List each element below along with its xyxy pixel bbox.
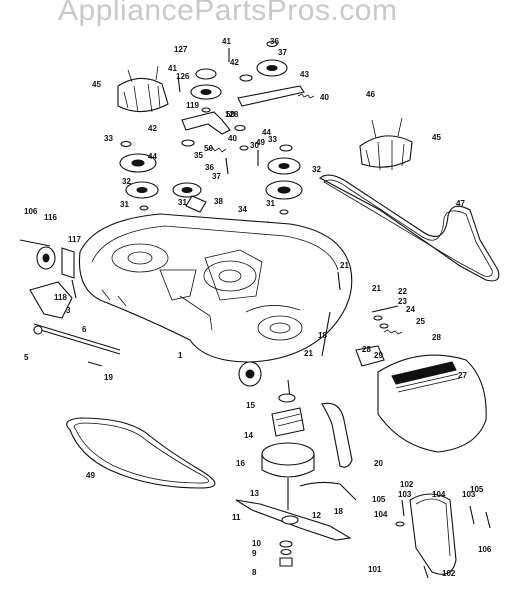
part-label: 119 xyxy=(186,101,199,110)
part-label: 44 xyxy=(262,128,271,137)
part-label: 31 xyxy=(266,199,275,208)
part-label: 35 xyxy=(194,151,203,160)
part-label: 106 xyxy=(478,545,492,554)
pulley-cover-left xyxy=(117,65,169,113)
part-label: 28 xyxy=(362,345,371,354)
part-label: 16 xyxy=(236,459,245,468)
pulley-cover-right xyxy=(359,117,413,171)
part-label: 40 xyxy=(228,134,237,143)
watermark-text: AppliancePartsPros.com xyxy=(58,0,398,27)
part-label: 32 xyxy=(312,165,321,174)
part-label: 27 xyxy=(458,371,467,380)
part-label: 21 xyxy=(304,349,313,358)
part-label: 29 xyxy=(374,351,383,360)
blade-drive-belt xyxy=(66,417,216,489)
spindle-pulley-center xyxy=(172,182,207,213)
discharge-shield-assembly xyxy=(395,493,491,579)
part-label: 23 xyxy=(398,297,407,306)
part-label: 126 xyxy=(176,72,190,81)
part-label: 31 xyxy=(120,200,129,209)
part-label: 101 xyxy=(368,565,382,574)
part-label: 32 xyxy=(122,177,131,186)
part-label: 25 xyxy=(416,317,425,326)
part-label: 10 xyxy=(252,539,261,548)
part-label: 49 xyxy=(86,471,95,480)
deck-lift-arm xyxy=(299,311,357,501)
mower-deck-housing xyxy=(78,213,353,363)
part-label: 11 xyxy=(232,513,241,522)
part-label: 104 xyxy=(374,510,388,519)
part-label: 31 xyxy=(178,198,187,207)
part-label: 37 xyxy=(278,48,287,57)
part-label: 34 xyxy=(238,205,247,214)
part-label: 50 xyxy=(204,144,213,153)
part-label: 129 xyxy=(0,0,14,2)
part-label: 40 xyxy=(320,93,329,102)
part-label: 18 xyxy=(318,331,327,340)
part-label: 9 xyxy=(252,549,257,558)
anti-scalp-wheel xyxy=(238,361,262,387)
part-label: 45 xyxy=(432,133,441,142)
discharge-chute xyxy=(355,305,487,453)
part-label: 49 xyxy=(256,138,265,147)
part-label: 104 xyxy=(432,490,446,499)
gauge-wheel-assembly-left xyxy=(19,239,121,367)
part-label: 19 xyxy=(104,373,113,382)
part-label: 103 xyxy=(462,490,476,499)
part-label: 20 xyxy=(374,459,383,468)
part-label: 33 xyxy=(268,135,277,144)
part-label: 6 xyxy=(82,325,87,334)
part-label: 105 xyxy=(470,485,484,494)
part-label: 12 xyxy=(312,511,321,520)
part-label: 22 xyxy=(398,287,407,296)
part-label: 13 xyxy=(250,489,259,498)
part-label: 117 xyxy=(68,235,81,244)
idler-pulley-stack xyxy=(181,40,315,153)
part-label: 127 xyxy=(174,45,188,54)
part-label: 116 xyxy=(44,213,57,222)
part-label: 3 xyxy=(66,306,71,315)
part-label: 24 xyxy=(406,305,415,314)
part-label: 8 xyxy=(252,568,257,577)
spindle-assembly xyxy=(261,379,315,510)
part-label: 102 xyxy=(400,480,414,489)
part-label: 37 xyxy=(212,172,221,181)
part-label: 41 xyxy=(222,37,231,46)
part-label: 21 xyxy=(340,261,349,270)
drive-belt xyxy=(319,174,500,282)
part-label: 42 xyxy=(230,58,239,67)
mower-blade xyxy=(235,499,352,567)
part-label: 44 xyxy=(148,152,157,161)
part-label: 106 xyxy=(24,207,38,216)
part-label: 43 xyxy=(300,70,309,79)
part-label: 15 xyxy=(246,401,255,410)
part-label: 118 xyxy=(54,293,67,302)
hardware-bolts xyxy=(71,75,341,299)
part-label: 36 xyxy=(205,163,214,172)
spindle-pulley-left xyxy=(119,140,159,211)
part-label: 47 xyxy=(456,199,465,208)
part-label: 14 xyxy=(244,431,253,440)
part-label: 30 xyxy=(250,141,259,150)
part-label: 41 xyxy=(168,64,177,73)
part-label: 21 xyxy=(372,284,381,293)
part-label: 18 xyxy=(334,507,343,516)
part-label: 33 xyxy=(104,134,113,143)
part-label: 102 xyxy=(442,569,456,578)
part-label: 1 xyxy=(178,351,183,360)
part-label: 28 xyxy=(432,333,441,342)
part-label: 45 xyxy=(92,80,101,89)
part-label: 5 xyxy=(24,353,29,362)
part-label: 103 xyxy=(398,490,412,499)
part-label: 42 xyxy=(148,124,157,133)
part-label: 46 xyxy=(366,90,375,99)
part-label: 128 xyxy=(225,110,239,119)
part-label: 50 xyxy=(226,110,235,119)
part-label: 38 xyxy=(214,197,223,206)
part-label: 105 xyxy=(372,495,386,504)
part-label: 36 xyxy=(270,37,279,46)
